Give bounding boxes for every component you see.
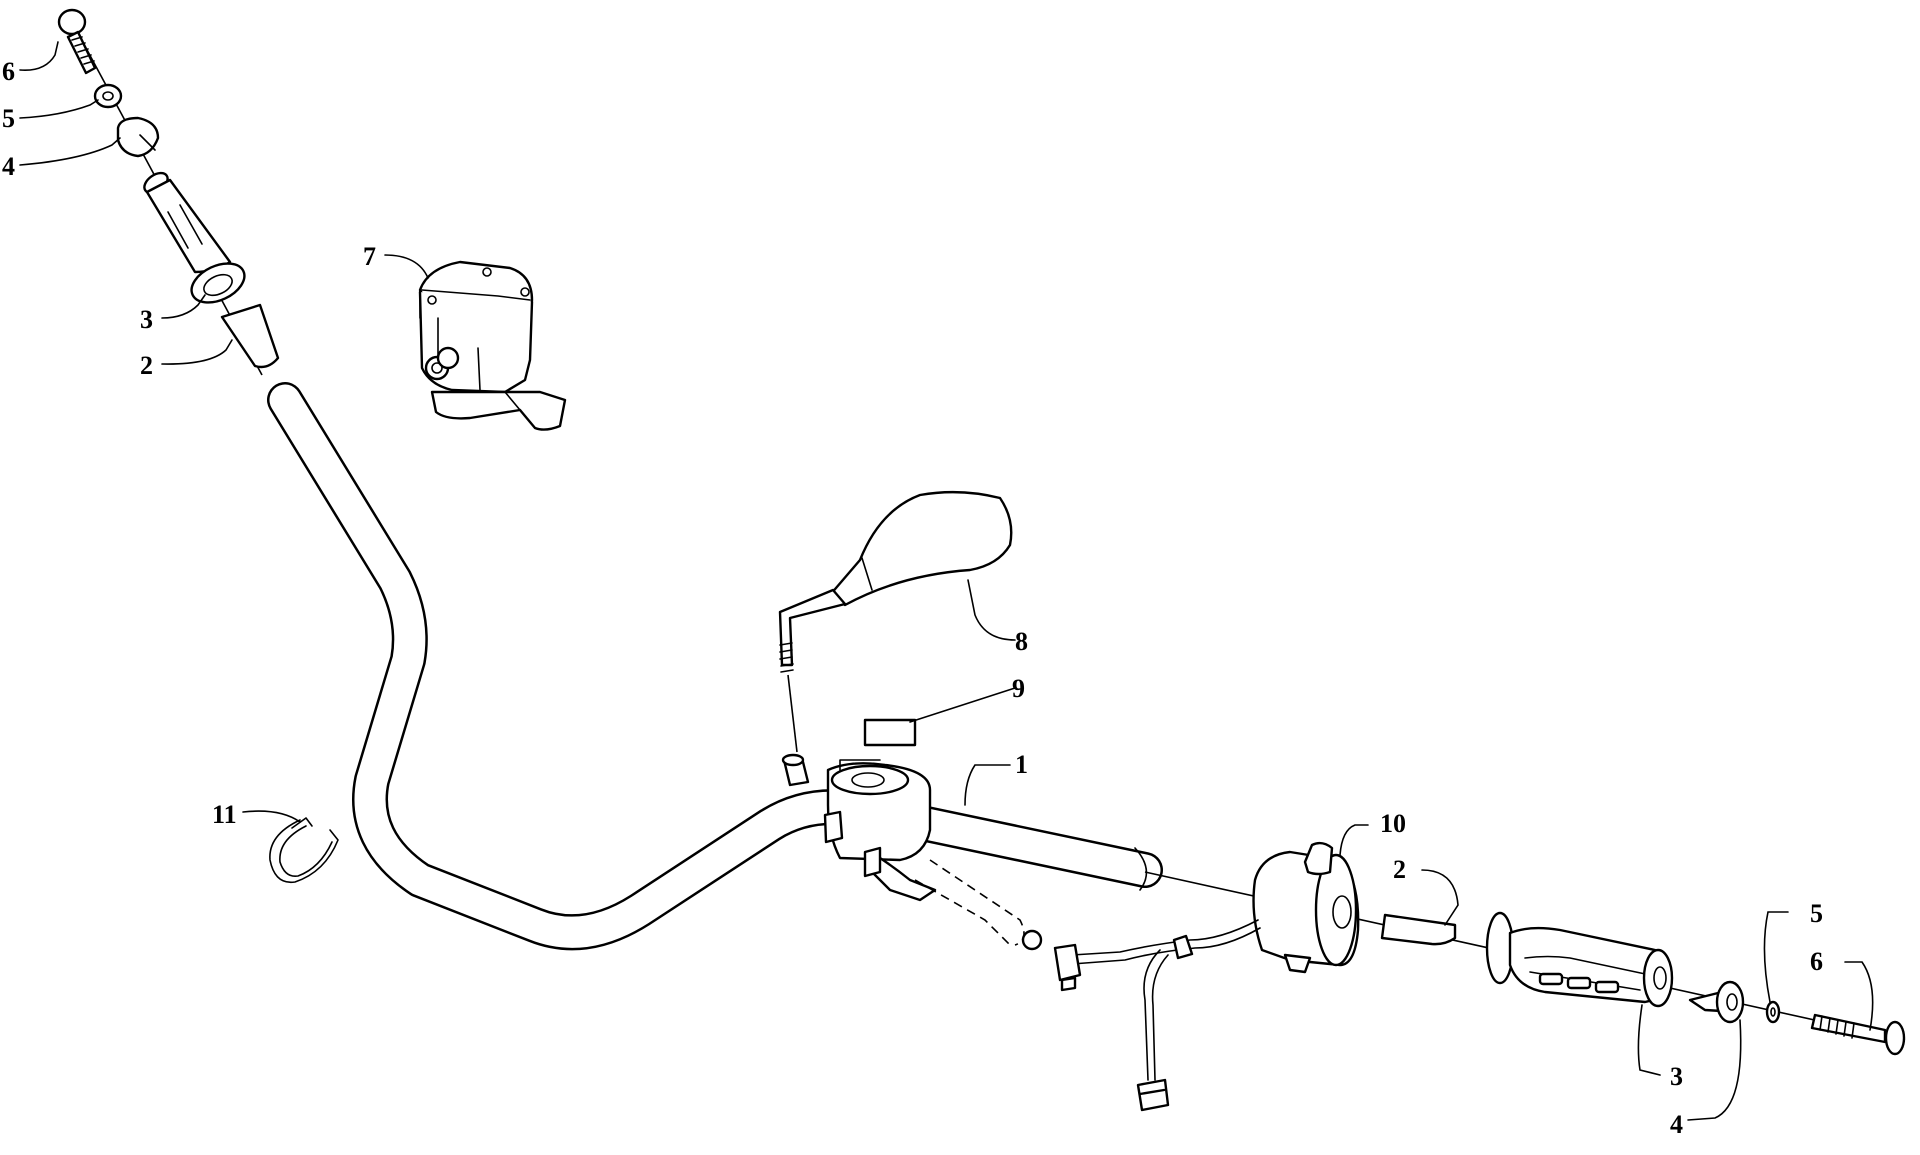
callout-4-left: 4: [2, 152, 15, 181]
callout-8: 8: [1015, 627, 1028, 656]
callout-5-left: 5: [2, 104, 15, 133]
throttle-housing: [418, 260, 567, 431]
end-cap-right: [1688, 980, 1745, 1024]
callout-3-right: 3: [1670, 1062, 1683, 1091]
callout-2-right: 2: [1393, 855, 1406, 884]
callout-6-left: 6: [2, 57, 15, 86]
callout-9: 9: [1012, 674, 1025, 703]
cable-clamp: [269, 817, 339, 884]
switch-housing: [1053, 841, 1360, 1112]
leader-lines: [19, 41, 1874, 1121]
screw-right: [1810, 1013, 1906, 1056]
callout-6-right: 6: [1810, 947, 1823, 976]
washer-right: [1765, 1000, 1781, 1024]
warning-decal: [863, 718, 917, 747]
callout-5-right: 5: [1810, 899, 1823, 928]
callout-3-left: 3: [140, 305, 153, 334]
brake-lever-assembly: [781, 753, 1043, 951]
handlebar: [267, 382, 1163, 951]
screw-left: [57, 8, 97, 75]
callout-7: 7: [363, 242, 376, 271]
grip-right: [1485, 911, 1674, 1008]
callout-11: 11: [212, 800, 237, 829]
callout-1: 1: [1015, 750, 1028, 779]
callout-10: 10: [1380, 809, 1406, 838]
callout-4-right: 4: [1670, 1110, 1683, 1139]
throttle-sleeve-left: [220, 303, 280, 369]
throttle-sleeve-right: [1380, 913, 1457, 946]
callout-2-left: 2: [140, 351, 153, 380]
mirror: [778, 490, 1013, 753]
grip-left: [143, 171, 246, 304]
callout-labels: 6 5 4 3 2 7 8 9 1 10 2 5 6 3 4 11: [2, 57, 1823, 1139]
end-cap-left: [116, 116, 160, 158]
washer-left: [93, 83, 123, 109]
